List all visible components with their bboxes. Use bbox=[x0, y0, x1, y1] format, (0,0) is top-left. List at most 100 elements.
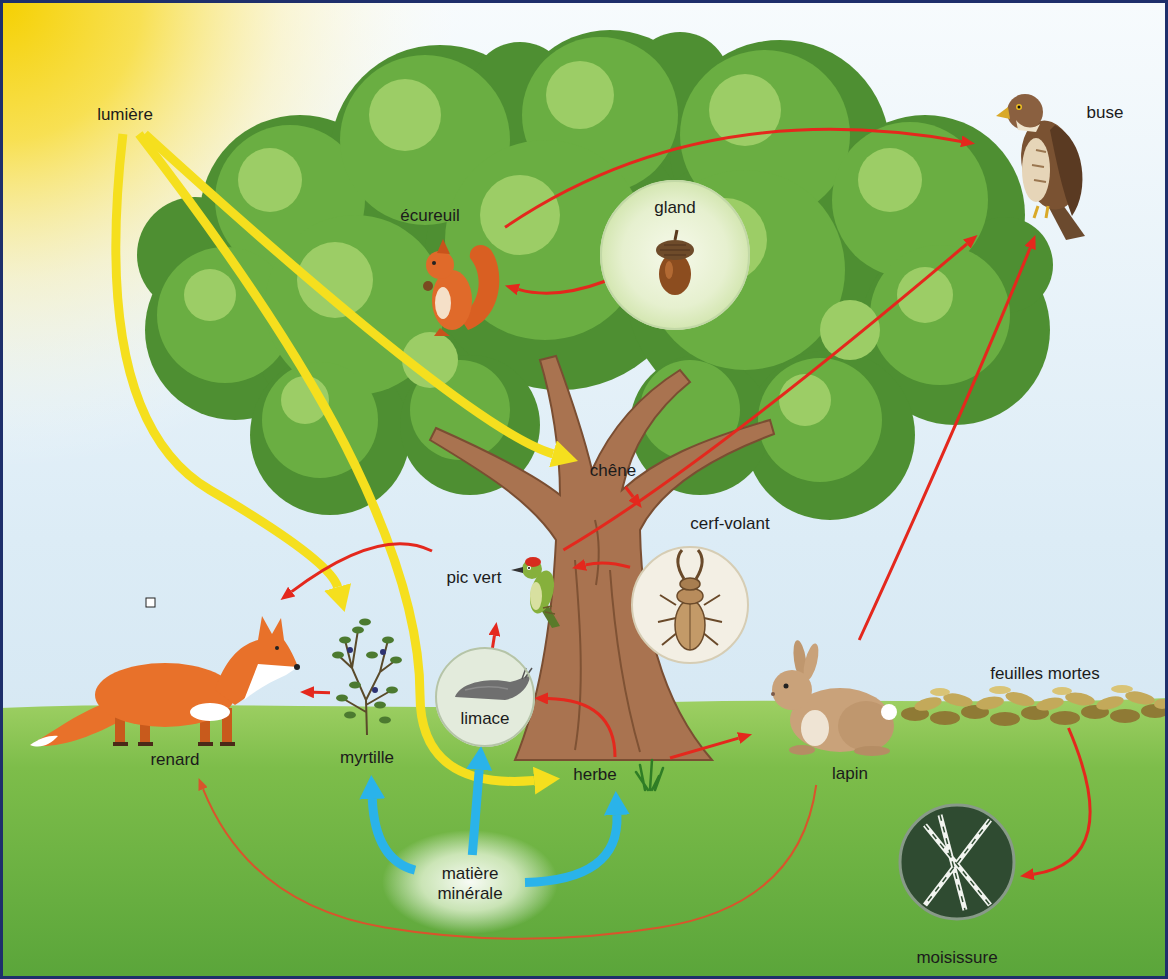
organism-node: matière minérale bbox=[415, 855, 525, 913]
light-arrow bbox=[139, 134, 534, 781]
rabbit bbox=[772, 670, 812, 710]
stag-beetle-inset bbox=[632, 547, 748, 663]
node-label: pic vert bbox=[447, 568, 502, 588]
mould-inset bbox=[925, 815, 990, 910]
organism-node: renard bbox=[25, 600, 300, 778]
oak-canopy bbox=[184, 61, 953, 426]
node-label: buse bbox=[1087, 103, 1124, 123]
squirrel bbox=[432, 261, 436, 265]
oak-trunk bbox=[430, 356, 774, 760]
blueberry-plant bbox=[344, 712, 356, 719]
oak-canopy bbox=[157, 37, 1010, 482]
node-label: chêne bbox=[590, 461, 636, 481]
food-arrow bbox=[859, 248, 1030, 640]
buzzard bbox=[1032, 150, 1046, 182]
node-label: lapin bbox=[832, 764, 868, 784]
fox bbox=[30, 736, 58, 747]
circle-node: limace bbox=[435, 647, 535, 747]
node-label: myrtille bbox=[340, 748, 394, 768]
squirrel bbox=[434, 328, 450, 336]
rabbit bbox=[771, 692, 775, 696]
squirrel bbox=[423, 239, 499, 336]
dead-leaves bbox=[901, 685, 1168, 726]
circle-outline bbox=[436, 648, 534, 746]
buzzard bbox=[1016, 104, 1022, 110]
dead-leaves bbox=[1095, 694, 1125, 712]
circle-outline bbox=[601, 181, 749, 329]
green-woodpecker bbox=[527, 566, 531, 570]
oak-canopy bbox=[897, 267, 953, 323]
dead-leaves bbox=[901, 704, 1168, 726]
rabbit bbox=[771, 639, 897, 756]
dead-leaves bbox=[930, 711, 960, 725]
organism-node: buse bbox=[975, 85, 1157, 235]
circle-outline bbox=[895, 800, 1020, 972]
squirrel bbox=[437, 239, 450, 254]
oak-canopy bbox=[709, 74, 781, 146]
oak-canopy bbox=[238, 148, 302, 212]
slug-inset bbox=[435, 647, 535, 747]
dead-leaves bbox=[913, 689, 1168, 713]
blueberry-plant bbox=[349, 682, 361, 689]
organism-node: myrtille bbox=[330, 612, 405, 775]
green-woodpecker bbox=[530, 582, 542, 610]
fox bbox=[95, 663, 235, 727]
buzzard bbox=[1034, 206, 1048, 218]
node-label: lumière bbox=[97, 105, 153, 125]
blueberry-plant bbox=[374, 702, 386, 709]
circle-outline bbox=[900, 805, 1014, 919]
light-arrow bbox=[116, 134, 338, 587]
mould-inset bbox=[900, 805, 1014, 919]
blueberry-plant bbox=[386, 687, 398, 694]
green-woodpecker bbox=[525, 557, 541, 567]
dead-leaves bbox=[1035, 695, 1065, 713]
food-arrow bbox=[314, 691, 330, 694]
acorn-inset bbox=[665, 261, 673, 279]
blueberry-plant bbox=[372, 687, 378, 693]
oak-canopy bbox=[297, 242, 373, 318]
buzzard bbox=[996, 107, 1010, 119]
acorn-inset bbox=[600, 180, 750, 330]
stag-beetle-inset bbox=[690, 602, 691, 650]
buzzard bbox=[1050, 125, 1082, 216]
circle-outline bbox=[435, 647, 535, 747]
blueberry-plant bbox=[366, 652, 378, 659]
circle-node: gland bbox=[600, 180, 750, 330]
mould-inset bbox=[925, 815, 990, 910]
acorn-inset bbox=[600, 180, 750, 330]
buzzard bbox=[996, 94, 1087, 240]
blueberry-plant bbox=[332, 619, 402, 724]
slug-inset bbox=[435, 647, 535, 747]
node-label: gland bbox=[654, 198, 696, 218]
node-label: matière minérale bbox=[424, 864, 516, 904]
stag-beetle-inset bbox=[675, 600, 705, 650]
blueberry-plant bbox=[347, 647, 386, 693]
green-woodpecker bbox=[511, 557, 560, 628]
dead-leaves bbox=[1052, 687, 1072, 695]
oak-canopy bbox=[137, 30, 1053, 520]
squirrel bbox=[435, 287, 451, 319]
squirrel bbox=[426, 251, 454, 279]
organism-node: herbe bbox=[560, 757, 670, 791]
oak-canopy bbox=[870, 245, 1010, 385]
food-arrow bbox=[548, 699, 615, 758]
oak-canopy bbox=[480, 175, 560, 255]
buzzard bbox=[1022, 138, 1050, 202]
slug-inset bbox=[455, 676, 530, 700]
dead-leaves bbox=[1110, 709, 1140, 723]
node-label: renard bbox=[150, 750, 199, 770]
organism-node: pic vert bbox=[432, 550, 572, 622]
oak-canopy bbox=[184, 269, 236, 321]
fox bbox=[275, 646, 279, 650]
circle-node: moisissure bbox=[895, 800, 1020, 972]
oak-canopy bbox=[779, 374, 831, 426]
dead-leaves bbox=[990, 712, 1020, 726]
mineral-glow bbox=[382, 830, 558, 934]
rabbit bbox=[801, 710, 829, 746]
green-woodpecker bbox=[543, 606, 555, 614]
oak-canopy bbox=[820, 300, 880, 360]
